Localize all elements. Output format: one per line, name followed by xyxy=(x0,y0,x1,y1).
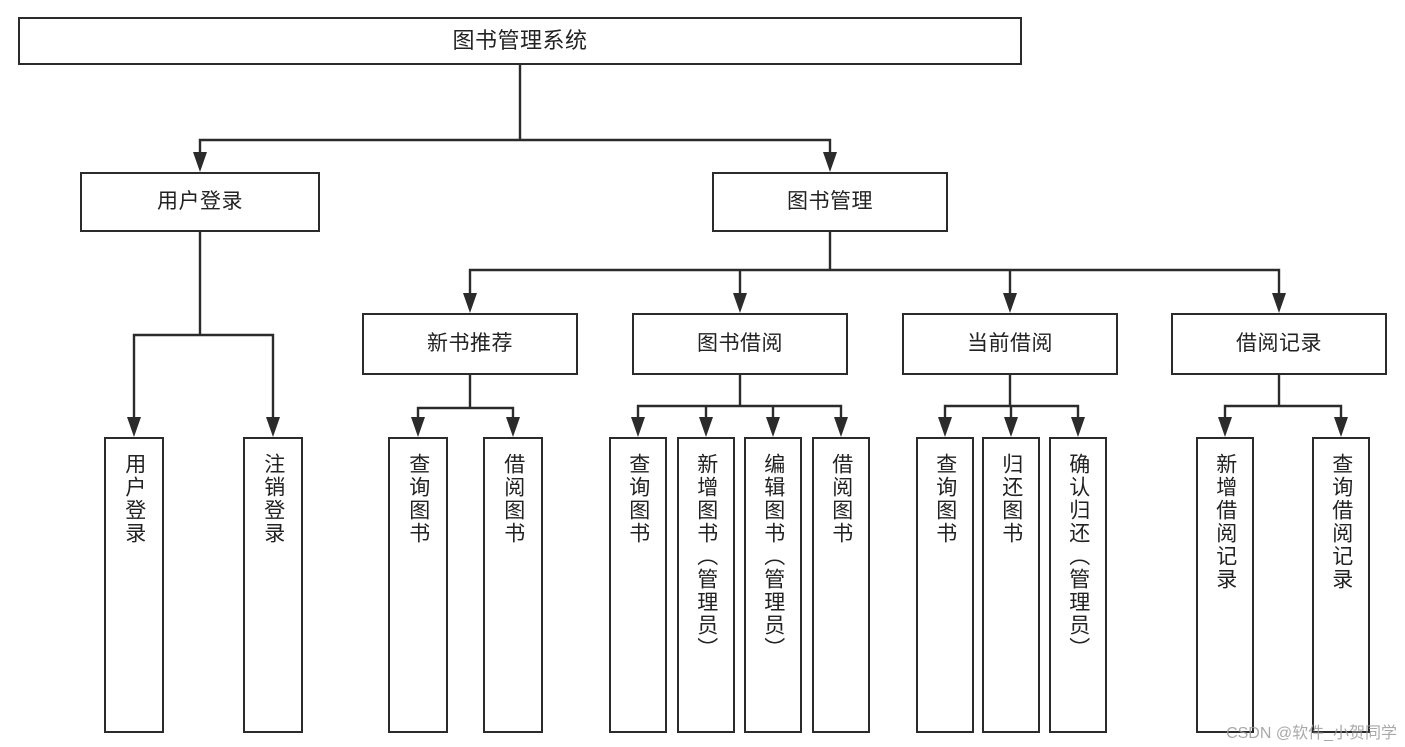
node-leaf-query-book-rec[interactable]: 查询图书 xyxy=(388,437,448,733)
node-label: 归还图书 xyxy=(999,453,1023,545)
arrowhead-icon xyxy=(823,152,837,172)
node-label: 编辑图书（管理员） xyxy=(761,453,785,660)
connector-borrow-record-to-leaves xyxy=(1218,373,1348,437)
arrowhead-icon xyxy=(1071,417,1085,437)
connector-user-login-to-leaves xyxy=(127,230,280,437)
node-label: 查询图书 xyxy=(933,453,957,545)
node-leaf-query-record[interactable]: 查询借阅记录 xyxy=(1312,437,1370,733)
node-label: 新增图书（管理员） xyxy=(694,453,718,660)
node-leaf-user-login[interactable]: 用户登录 xyxy=(104,437,164,733)
connector-current-borrow-to-leaves xyxy=(938,373,1085,437)
node-leaf-logout[interactable]: 注销登录 xyxy=(243,437,303,733)
arrowhead-icon xyxy=(193,152,207,172)
arrowhead-icon xyxy=(733,293,747,313)
node-leaf-borrow-book-rec[interactable]: 借阅图书 xyxy=(483,437,543,733)
connector-book-borrow-to-leaves xyxy=(631,373,848,437)
node-leaf-confirm-return[interactable]: 确认归还（管理员） xyxy=(1049,437,1107,733)
arrowhead-icon xyxy=(631,417,645,437)
node-label: 图书管理系统 xyxy=(452,28,588,54)
node-leaf-borrow-book-b[interactable]: 借阅图书 xyxy=(812,437,870,733)
node-label: 借阅图书 xyxy=(501,453,525,545)
node-label: 查询图书 xyxy=(406,453,430,545)
node-leaf-add-record[interactable]: 新增借阅记录 xyxy=(1196,437,1254,733)
node-label: 新增借阅记录 xyxy=(1213,453,1237,591)
node-leaf-add-book[interactable]: 新增图书（管理员） xyxy=(677,437,735,733)
arrowhead-icon xyxy=(1003,293,1017,313)
arrowhead-icon xyxy=(938,417,952,437)
node-root[interactable]: 图书管理系统 xyxy=(18,17,1022,65)
arrowhead-icon xyxy=(1334,417,1348,437)
node-borrow-record[interactable]: 借阅记录 xyxy=(1171,313,1387,375)
node-leaf-query-book-c[interactable]: 查询图书 xyxy=(916,437,974,733)
node-label: 查询借阅记录 xyxy=(1329,453,1353,591)
arrowhead-icon xyxy=(1004,417,1018,437)
node-label: 确认归还（管理员） xyxy=(1066,453,1090,660)
node-book-borrow[interactable]: 图书借阅 xyxy=(632,313,848,375)
arrowhead-icon xyxy=(834,417,848,437)
node-leaf-edit-book[interactable]: 编辑图书（管理员） xyxy=(744,437,802,733)
node-label: 借阅记录 xyxy=(1236,331,1322,355)
node-label: 新书推荐 xyxy=(427,331,513,355)
arrowhead-icon xyxy=(266,417,280,437)
arrowhead-icon xyxy=(699,417,713,437)
node-label: 用户登录 xyxy=(157,189,243,213)
node-label: 注销登录 xyxy=(261,453,285,545)
arrowhead-icon xyxy=(127,417,141,437)
node-user-login[interactable]: 用户登录 xyxy=(80,172,320,232)
node-label: 图书借阅 xyxy=(697,331,783,355)
node-new-book-rec[interactable]: 新书推荐 xyxy=(362,313,578,375)
node-book-manage[interactable]: 图书管理 xyxy=(712,172,948,232)
node-current-borrow[interactable]: 当前借阅 xyxy=(902,313,1118,375)
arrowhead-icon xyxy=(1272,293,1286,313)
arrowhead-icon xyxy=(463,293,477,313)
arrowhead-icon xyxy=(1218,417,1232,437)
connector-root-to-level1 xyxy=(193,63,837,172)
arrowhead-icon xyxy=(506,417,520,437)
node-label: 借阅图书 xyxy=(829,453,853,545)
node-leaf-query-book-b[interactable]: 查询图书 xyxy=(609,437,667,733)
node-label: 当前借阅 xyxy=(967,331,1053,355)
connector-new-book-rec-to-leaves xyxy=(411,373,520,437)
node-label: 图书管理 xyxy=(787,189,873,213)
arrowhead-icon xyxy=(766,417,780,437)
node-label: 用户登录 xyxy=(122,453,146,545)
connector-book-manage-to-level2 xyxy=(463,230,1286,313)
arrowhead-icon xyxy=(411,417,425,437)
node-label: 查询图书 xyxy=(626,453,650,545)
node-leaf-return-book[interactable]: 归还图书 xyxy=(982,437,1040,733)
